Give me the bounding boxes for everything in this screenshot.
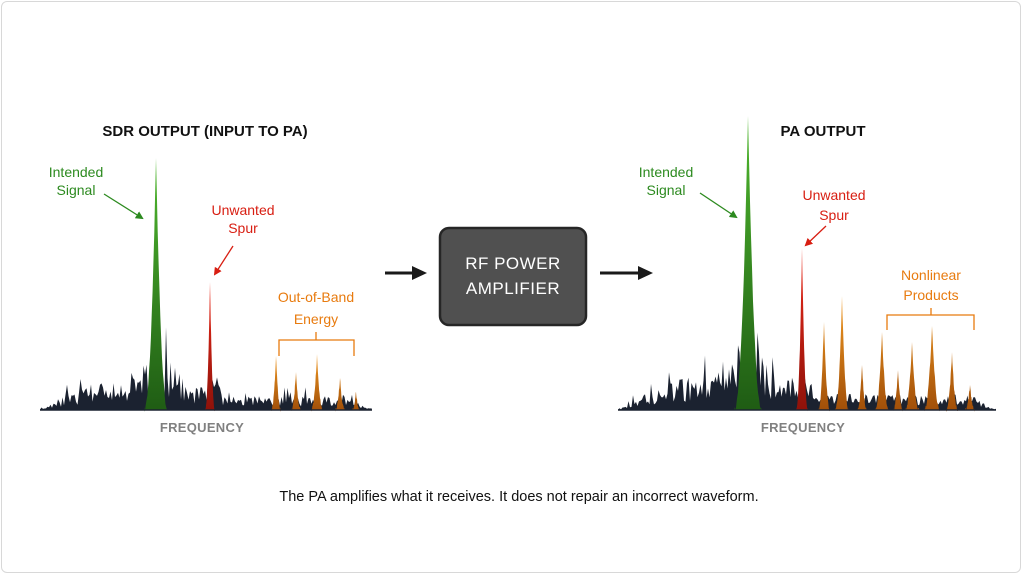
- left-oob-label-2: Energy: [294, 311, 338, 327]
- left-intended-signal-peak: [144, 158, 168, 412]
- right-spur-label-2: Spur: [819, 207, 849, 223]
- left-intended-label-1: Intended: [49, 164, 104, 180]
- right-nonlinear-products: [818, 296, 975, 412]
- amplifier-label-1: RF POWER: [465, 254, 561, 273]
- right-nonlinear-label-2: Products: [903, 287, 958, 303]
- right-frequency-axis-label: FREQUENCY: [761, 420, 845, 435]
- left-oob-label-1: Out-of-Band: [278, 289, 354, 305]
- right-spur-label-1: Unwanted: [802, 187, 865, 203]
- left-intended-label-2: Signal: [57, 182, 96, 198]
- right-unwanted-spur-peak: [796, 248, 808, 412]
- left-unwanted-spur-peak: [205, 282, 215, 412]
- right-nonlinear-bracket: [886, 308, 975, 330]
- sdr-output-title: SDR OUTPUT (INPUT TO PA): [102, 123, 307, 140]
- sdr-output-spectrum: SDR OUTPUT (INPUT TO PA) Intended Signal…: [40, 123, 372, 435]
- left-spur-label-1: Unwanted: [211, 202, 274, 218]
- pa-output-title: PA OUTPUT: [781, 123, 866, 140]
- output-arrow: [600, 266, 653, 280]
- left-out-of-band-energy: [271, 354, 360, 412]
- amplifier-label-2: AMPLIFIER: [466, 279, 560, 298]
- left-intended-pointer-arrow: [103, 193, 144, 220]
- pa-output-spectrum: PA OUTPUT Intended Signal Unwanted Spur …: [618, 116, 996, 435]
- diagram-caption: The PA amplifies what it receives. It do…: [279, 489, 758, 505]
- right-intended-signal-peak: [734, 116, 762, 411]
- left-spur-label-2: Spur: [228, 220, 258, 236]
- right-intended-label-2: Signal: [647, 182, 686, 198]
- right-noise-floor: [618, 322, 996, 410]
- left-frequency-axis-label: FREQUENCY: [160, 420, 244, 435]
- rf-power-amplifier-block: RF POWER AMPLIFIER: [438, 226, 588, 327]
- right-intended-label-1: Intended: [639, 164, 694, 180]
- amplifier-box: [438, 226, 588, 327]
- left-oob-bracket: [278, 332, 355, 356]
- input-arrow: [385, 266, 427, 280]
- right-spur-pointer-arrow: [804, 225, 827, 247]
- left-spur-pointer-arrow: [213, 245, 234, 276]
- right-nonlinear-label-1: Nonlinear: [901, 267, 961, 283]
- right-intended-pointer-arrow: [699, 192, 738, 219]
